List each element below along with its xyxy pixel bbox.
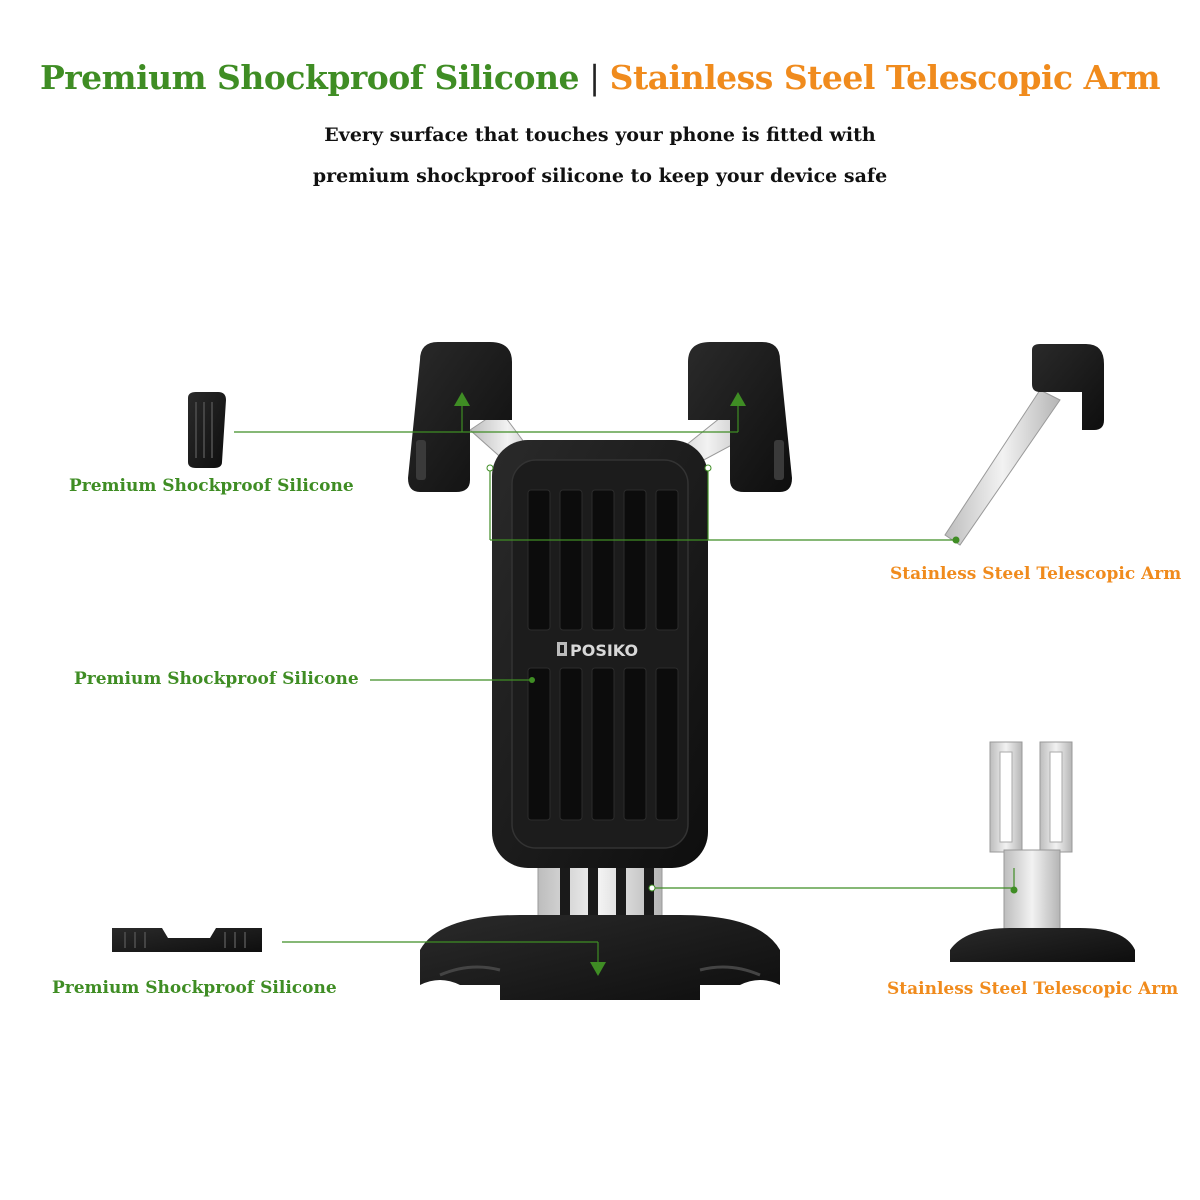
silicone-strip-icon [112, 928, 262, 952]
top-right-claw [688, 342, 792, 492]
label-top-right-steel: Stainless Steel Telescopic Arm [890, 564, 1182, 584]
holder-body [492, 440, 708, 868]
detached-cradle-arm [950, 741, 1135, 962]
subtitle-line-2: premium shockproof silicone to keep your… [312, 165, 888, 187]
brand-logo: POSIKO [557, 641, 638, 660]
detached-claw-arm [944, 344, 1104, 546]
title-separator: | [589, 58, 600, 97]
label-bottom-right-steel: Stainless Steel Telescopic Arm [887, 979, 1179, 999]
title-silicone: Premium Shockproof Silicone [39, 58, 580, 97]
leader-dots [486, 464, 712, 892]
label-bottom-left-silicone: Premium Shockproof Silicone [52, 978, 337, 998]
label-top-left-silicone: Premium Shockproof Silicone [69, 476, 354, 496]
page-title: Premium Shockproof Silicone|Stainless St… [0, 58, 1200, 97]
silicone-pad-icon [188, 392, 226, 468]
label-middle-left-silicone: Premium Shockproof Silicone [74, 669, 359, 689]
title-steel-arm: Stainless Steel Telescopic Arm [609, 58, 1161, 97]
leader-lines [234, 400, 1015, 968]
arrow-heads [454, 392, 1018, 976]
subtitle-line-1: Every surface that touches your phone is… [324, 124, 876, 146]
bottom-cradle [420, 915, 780, 1000]
top-left-claw [408, 342, 512, 492]
brand-name: POSIKO [570, 641, 638, 660]
